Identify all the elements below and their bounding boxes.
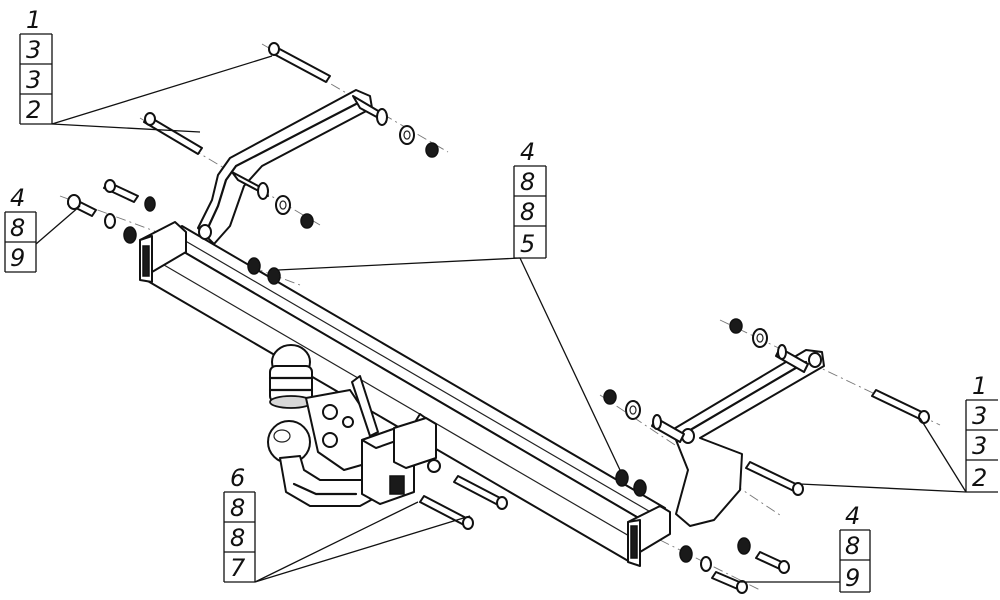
- callout-top-left-digit-4: 2: [26, 96, 41, 124]
- callout-bottom-left-digit-3: 8: [230, 524, 245, 552]
- callout-bottom-right-digit-1: 4: [845, 502, 860, 530]
- bolts: [67, 42, 930, 594]
- right-mounting-bracket: [651, 344, 825, 527]
- callout-center-digit-3: 8: [520, 198, 535, 226]
- callout-top-left-digit-2: 3: [26, 36, 41, 64]
- callout-bottom-left: 6 8 8 7: [223, 464, 256, 583]
- callout-center-digit-1: 4: [520, 138, 535, 166]
- callout-bottom-right-digit-2: 8: [845, 532, 860, 560]
- callout-bottom-right: 4 8 9: [839, 502, 871, 593]
- callout-left-digit-2: 8: [10, 214, 25, 242]
- callout-center: 4 8 8 5: [513, 138, 547, 259]
- callout-center-digit-4: 5: [520, 230, 535, 258]
- callout-right-digit-3: 3: [972, 432, 987, 460]
- callout-left-digit-3: 9: [10, 244, 25, 272]
- callout-bottom-left-digit-1: 6: [230, 464, 245, 492]
- callout-bottom-left-digit-2: 8: [230, 494, 245, 522]
- callout-right-digit-4: 2: [972, 464, 987, 492]
- callout-left-digit-1: 4: [10, 184, 25, 212]
- main-cross-beam: [139, 221, 671, 567]
- callout-bottom-left-digit-4: 7: [230, 554, 246, 582]
- callout-top-left-digit-3: 3: [26, 66, 41, 94]
- callout-bottom-right-digit-3: 9: [845, 564, 860, 592]
- callout-center-digit-2: 8: [520, 168, 535, 196]
- tow-ball-assembly: [267, 344, 441, 507]
- washers-and-nuts: [104, 125, 768, 572]
- callout-right-digit-1: 1: [972, 372, 987, 400]
- callout-top-left: 1 3 3 2: [19, 6, 53, 125]
- callout-right: 1 3 3 2: [965, 372, 998, 493]
- left-mounting-bracket: [197, 89, 388, 245]
- callout-top-left-digit-1: 1: [26, 6, 41, 34]
- callout-right-digit-2: 3: [972, 402, 987, 430]
- callout-left: 4 8 9: [4, 184, 37, 273]
- leader-lines: [35, 55, 967, 583]
